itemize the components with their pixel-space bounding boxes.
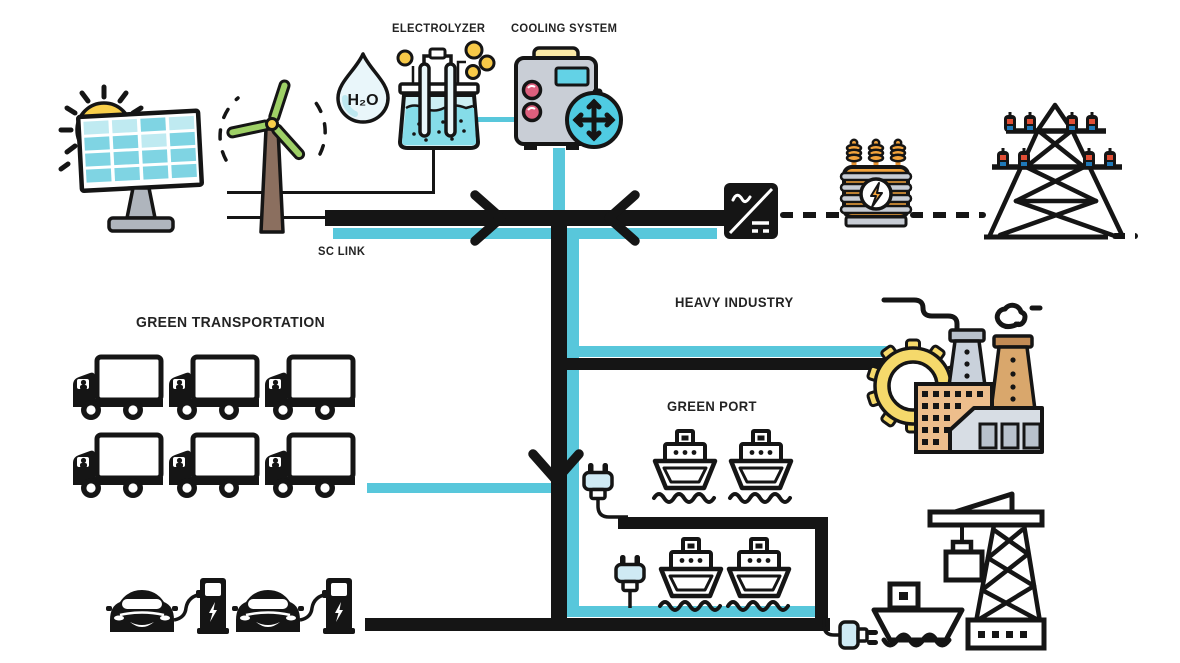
- green-port-label: GREEN PORT: [667, 398, 757, 414]
- shore-power-plug-icon: [614, 553, 646, 608]
- cooling-system-icon: [514, 46, 623, 150]
- grid-dashed-line-2: [910, 212, 986, 218]
- shore-power-plug-icon: [582, 461, 628, 519]
- cooler-down-line: [553, 148, 565, 228]
- ac-dc-converter-icon: [724, 183, 778, 239]
- truck-icon: [166, 430, 262, 502]
- sc-link-line-black: [325, 210, 724, 226]
- arrow-left-icon: [604, 190, 640, 246]
- rotation-arcs-icon: [218, 94, 327, 162]
- electrolyzer-label: ELECTROLYZER: [392, 21, 486, 35]
- knob: [521, 79, 543, 101]
- electrolyzer-cooler-line: [473, 117, 517, 122]
- electrolyzer-icon: [396, 40, 496, 150]
- transmission-tower-icon: [984, 102, 1125, 240]
- green-transportation-label: GREEN TRANSPORTATION: [136, 314, 326, 331]
- heavy-industry-label: HEAVY INDUSTRY: [675, 294, 794, 310]
- heavy-industry-line-black: [551, 358, 885, 370]
- truck-icon: [70, 352, 166, 424]
- turbine-bus-thin-line-upper: [227, 191, 435, 194]
- container: [943, 549, 985, 583]
- main-vertical-line-black: [551, 226, 567, 631]
- grid-dashed-line-3: [1112, 233, 1138, 239]
- ship-icon: [656, 536, 726, 616]
- lightning-icon: [870, 182, 883, 208]
- truck-icon: [166, 352, 262, 424]
- gas-bubble: [465, 64, 481, 80]
- solar-panel-icon: [58, 84, 204, 233]
- shore-power-plug-icon: [822, 616, 878, 650]
- gas-bubble: [478, 54, 496, 72]
- arrow-down-icon: [528, 449, 584, 485]
- truck-icon: [262, 352, 358, 424]
- truck-icon: [70, 430, 166, 502]
- port-crane-icon: [927, 491, 1047, 651]
- port-loop-line-vertical: [815, 517, 828, 631]
- water-droplet-icon: H₂O: [336, 52, 390, 124]
- wind-turbine-icon: [218, 79, 327, 234]
- ev-charging-set-icon: [104, 576, 231, 636]
- electrolyzer-drain-line: [432, 148, 435, 194]
- port-loop-line-horizontal: [618, 517, 828, 529]
- turbine-pole: [259, 127, 285, 234]
- main-vertical-line-cyan: [567, 239, 579, 611]
- ship-icon: [726, 428, 796, 508]
- heavy-industry-line-cyan: [567, 346, 888, 357]
- cargo-ship-icon: [871, 581, 965, 648]
- electrode: [444, 62, 457, 138]
- knob: [521, 101, 543, 123]
- transformer-icon: [839, 138, 913, 228]
- transport-line-cyan: [367, 483, 557, 493]
- bottom-bus-line-black: [365, 618, 830, 631]
- cooling-system-label: COOLING SYSTEM: [511, 21, 618, 35]
- ship-icon: [724, 536, 794, 616]
- h2o-label: H₂O: [347, 92, 378, 109]
- sc-link-label: SC LINK: [318, 244, 366, 258]
- port-bottom-line-cyan: [567, 606, 817, 617]
- grid-dashed-line-1: [780, 212, 842, 218]
- sc-link-line-cyan: [333, 228, 717, 239]
- display-screen: [554, 66, 590, 87]
- smoke-icon: [881, 297, 1043, 332]
- insulators: [997, 112, 1116, 168]
- electrode: [418, 62, 431, 138]
- gas-bubble: [464, 40, 484, 60]
- truck-icon: [262, 430, 358, 502]
- bushings: [845, 138, 907, 168]
- ship-icon: [650, 428, 720, 508]
- gas-bubble: [396, 49, 414, 67]
- ev-charging-set-icon: [230, 576, 357, 636]
- factory-icon: [866, 297, 1044, 454]
- arrow-right-icon: [470, 190, 506, 246]
